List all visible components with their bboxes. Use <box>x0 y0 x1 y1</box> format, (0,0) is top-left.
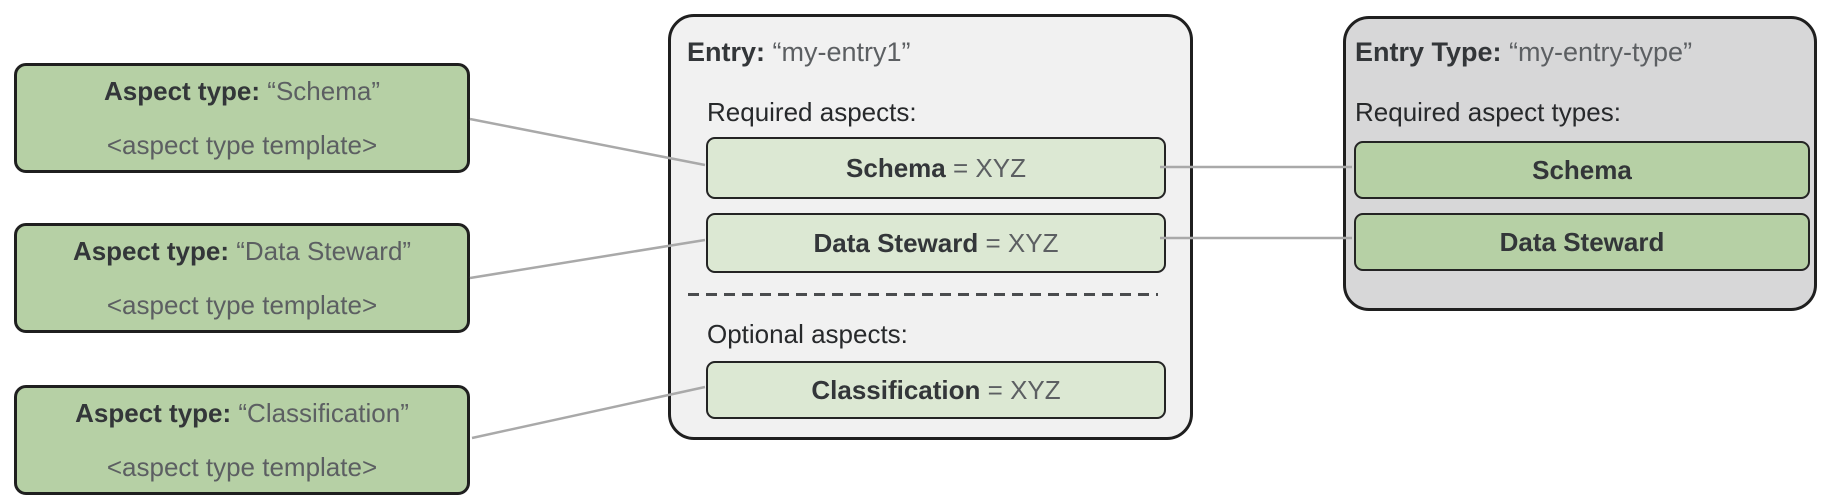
aspect-type-name: “Data Steward” <box>236 236 412 266</box>
aspect-name: Schema <box>846 152 946 183</box>
entry-optional-heading: Optional aspects: <box>707 319 908 349</box>
aspect-type-box-schema: Aspect type: “Schema” <aspect type templ… <box>14 63 470 173</box>
aspect-type-title: Aspect type: “Schema” <box>104 74 380 108</box>
aspect-value-text: Schema = XYZ <box>846 153 1026 184</box>
aspect-type-box-data-steward: Aspect type: “Data Steward” <aspect type… <box>14 223 470 333</box>
entry-type-label: Entry Type: <box>1355 37 1502 67</box>
aspect-type-name: “Classification” <box>238 398 409 428</box>
aspect-value: = XYZ <box>952 152 1026 183</box>
aspect-value-text: Data Steward = XYZ <box>814 228 1059 259</box>
entry-label: Entry: <box>687 37 766 67</box>
entry-type-name: “my-entry-type” <box>1509 37 1693 67</box>
entry-box: Entry: “my-entry1” Required aspects: Sch… <box>668 14 1193 440</box>
aspect-type-title: Aspect type: “Data Steward” <box>73 234 411 268</box>
entry-required-aspect-data-steward: Data Steward = XYZ <box>706 213 1166 273</box>
aspect-value: = XYZ <box>985 227 1059 258</box>
aspect-type-template: <aspect type template> <box>106 130 378 160</box>
aspect-value: = XYZ <box>987 374 1061 405</box>
aspect-type-title: Aspect type: “Classification” <box>75 396 409 430</box>
entry-type-aspect-schema: Schema <box>1354 141 1810 199</box>
aspect-type-name: “Schema” <box>267 76 380 106</box>
entry-required-aspect-schema: Schema = XYZ <box>706 137 1166 199</box>
entry-optional-aspect-classification: Classification = XYZ <box>706 361 1166 419</box>
entry-type-required-heading: Required aspect types: <box>1355 97 1621 127</box>
aspect-type-box-classification: Aspect type: “Classification” <aspect ty… <box>14 385 470 495</box>
entry-name: “my-entry1” <box>772 37 911 67</box>
aspect-type-label: Aspect type: <box>104 76 261 106</box>
aspect-name: Data Steward <box>813 227 979 258</box>
entry-required-heading: Required aspects: <box>707 97 917 127</box>
aspect-name: Classification <box>811 374 981 405</box>
entry-type-title: Entry Type: “my-entry-type” <box>1355 35 1692 69</box>
aspect-type-name: Data Steward <box>1499 226 1665 257</box>
entry-type-box: Entry Type: “my-entry-type” Required asp… <box>1343 16 1817 311</box>
aspect-value-text: Classification = XYZ <box>811 375 1060 406</box>
aspect-type-label: Aspect type: <box>75 398 232 428</box>
aspect-type-label: Aspect type: <box>72 236 229 266</box>
required-optional-divider <box>688 293 1158 296</box>
aspect-type-template: <aspect type template> <box>106 290 378 320</box>
entry-type-aspect-data-steward: Data Steward <box>1354 213 1810 271</box>
aspect-type-name: Schema <box>1532 154 1632 185</box>
aspect-type-template: <aspect type template> <box>106 452 378 482</box>
entry-title: Entry: “my-entry1” <box>687 35 911 69</box>
